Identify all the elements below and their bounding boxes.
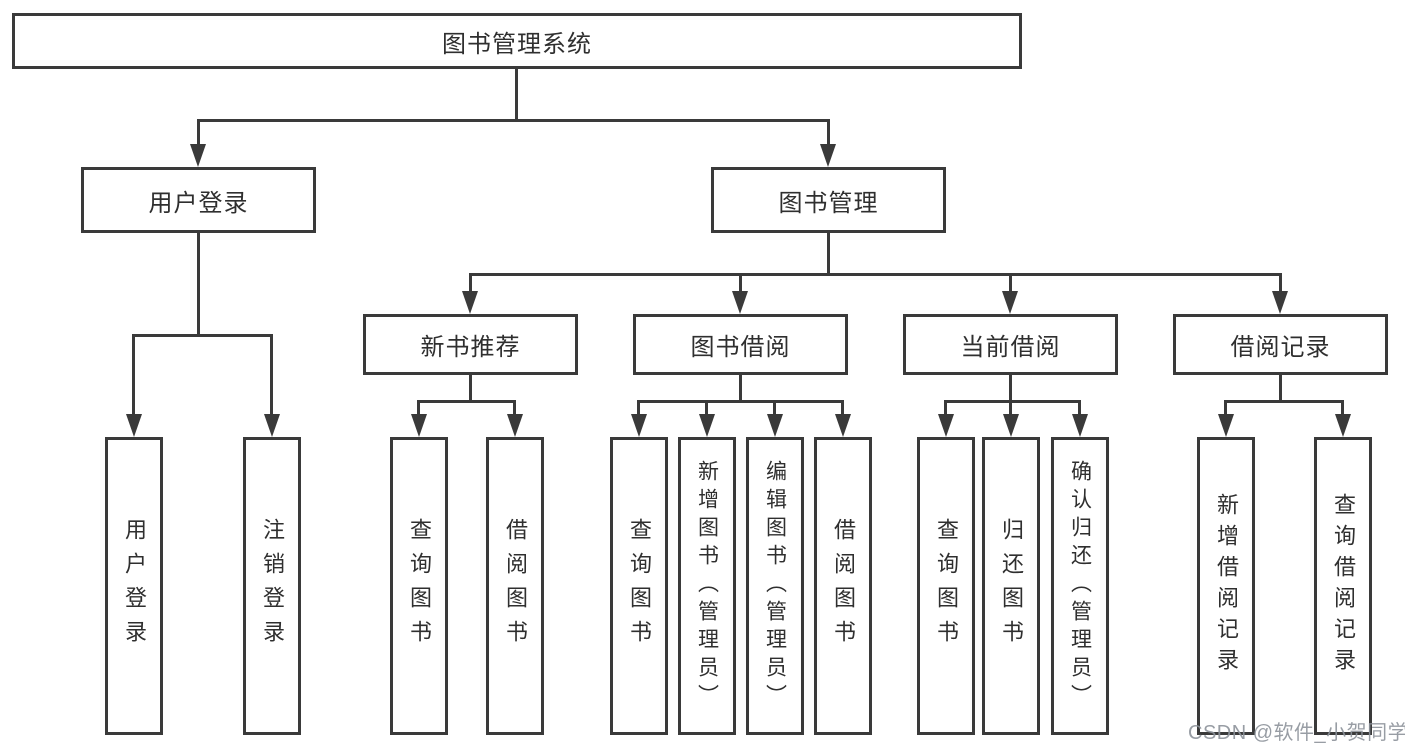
leaf-add-books-admin: 新增图书（管理员） (678, 437, 736, 735)
down-arrowhead-icon (264, 414, 280, 437)
leaf-label: 借阅图书 (831, 518, 856, 654)
edge-drop-leaf (773, 400, 776, 417)
edge-drop-leaf (944, 400, 947, 417)
leaf-logout: 注销登录 (243, 437, 301, 735)
down-arrowhead-icon (190, 144, 206, 167)
edge-drop-new-book (469, 273, 472, 293)
edge-drop-current-borrow (1009, 273, 1012, 293)
leaf-label: 用户登录 (122, 518, 147, 654)
down-arrowhead-icon (1002, 291, 1018, 314)
node-label: 借阅记录 (1230, 334, 1331, 361)
down-arrowhead-icon (1003, 414, 1019, 437)
leaf-label: 编辑图书（管理员） (763, 460, 787, 712)
leaf-add-borrow-record: 新增借阅记录 (1197, 437, 1255, 735)
edge-new-book-branch (417, 400, 516, 403)
down-arrowhead-icon (462, 291, 478, 314)
node-label: 当前借阅 (960, 334, 1061, 361)
edge-root-trunk (515, 69, 518, 122)
leaf-edit-books-admin: 编辑图书（管理员） (746, 437, 804, 735)
leaf-label: 注销登录 (260, 518, 285, 654)
node-label: 图书管理 (778, 189, 879, 217)
edge-drop-leaf (513, 400, 516, 417)
edge-book-management-trunk (827, 233, 830, 276)
leaf-label: 查询图书 (934, 518, 959, 654)
edge-root-branch (197, 119, 830, 122)
edge-drop-leaf (1341, 400, 1344, 417)
leaf-query-borrow-record: 查询借阅记录 (1314, 437, 1372, 735)
edge-current-borrow-branch (944, 400, 1081, 403)
down-arrowhead-icon (631, 414, 647, 437)
edge-user-login-trunk (197, 233, 200, 337)
edge-drop-leaf-logout (270, 334, 273, 417)
node-label: 图书借阅 (690, 334, 791, 361)
edge-drop-leaf (1009, 400, 1012, 417)
node-borrow-records: 借阅记录 (1173, 314, 1388, 375)
down-arrowhead-icon (1218, 414, 1234, 437)
down-arrowhead-icon (767, 414, 783, 437)
down-arrowhead-icon (938, 414, 954, 437)
leaf-label: 归还图书 (999, 518, 1024, 654)
down-arrowhead-icon (699, 414, 715, 437)
edge-new-book-trunk (469, 375, 472, 403)
leaf-query-books-borrow: 查询图书 (610, 437, 668, 735)
leaf-label: 查询图书 (627, 518, 652, 654)
node-book-management: 图书管理 (711, 167, 946, 233)
down-arrowhead-icon (732, 291, 748, 314)
edge-borrow-records-trunk (1279, 375, 1282, 403)
edge-drop-leaf (417, 400, 420, 417)
edge-drop-leaf (841, 400, 844, 417)
node-new-book-recommend: 新书推荐 (363, 314, 578, 375)
watermark: CSDN @软件_小贺同学 (1188, 722, 1405, 744)
leaf-query-books-recommend: 查询图书 (390, 437, 448, 735)
leaf-label: 查询借阅记录 (1331, 493, 1356, 679)
leaf-label: 新增图书（管理员） (695, 460, 719, 712)
node-root-system: 图书管理系统 (12, 13, 1022, 69)
edge-book-borrow-trunk (739, 375, 742, 403)
down-arrowhead-icon (126, 414, 142, 437)
edge-drop-leaf (637, 400, 640, 417)
down-arrowhead-icon (1072, 414, 1088, 437)
node-label: 图书管理系统 (442, 30, 592, 58)
edge-book-management-branch (469, 273, 1282, 276)
leaf-query-books-current: 查询图书 (917, 437, 975, 735)
down-arrowhead-icon (507, 414, 523, 437)
edge-drop-leaf (1224, 400, 1227, 417)
edge-borrow-records-branch (1224, 400, 1344, 403)
node-label: 新书推荐 (420, 334, 521, 361)
leaf-borrow-books-recommend: 借阅图书 (486, 437, 544, 735)
edge-drop-borrow-records (1279, 273, 1282, 293)
leaf-confirm-return-admin: 确认归还（管理员） (1051, 437, 1109, 735)
edge-book-borrow-branch (637, 400, 844, 403)
leaf-label: 确认归还（管理员） (1068, 460, 1092, 712)
down-arrowhead-icon (820, 144, 836, 167)
down-arrowhead-icon (411, 414, 427, 437)
edge-drop-leaf-user-login (132, 334, 135, 417)
edge-drop-book-borrow (739, 273, 742, 293)
edge-drop-user-login (197, 119, 200, 149)
down-arrowhead-icon (835, 414, 851, 437)
leaf-label: 借阅图书 (503, 518, 528, 654)
edge-user-login-branch (132, 334, 273, 337)
node-book-borrow: 图书借阅 (633, 314, 848, 375)
down-arrowhead-icon (1272, 291, 1288, 314)
down-arrowhead-icon (1335, 414, 1351, 437)
edge-current-borrow-trunk (1009, 375, 1012, 403)
leaf-borrow-books: 借阅图书 (814, 437, 872, 735)
edge-drop-book-management (827, 119, 830, 149)
node-label: 用户登录 (148, 189, 249, 217)
leaf-user-login: 用户登录 (105, 437, 163, 735)
node-current-borrow: 当前借阅 (903, 314, 1118, 375)
node-user-login: 用户登录 (81, 167, 316, 233)
leaf-label: 查询图书 (407, 518, 432, 654)
leaf-return-books: 归还图书 (982, 437, 1040, 735)
edge-drop-leaf (1078, 400, 1081, 417)
leaf-label: 新增借阅记录 (1214, 493, 1239, 679)
edge-drop-leaf (705, 400, 708, 417)
